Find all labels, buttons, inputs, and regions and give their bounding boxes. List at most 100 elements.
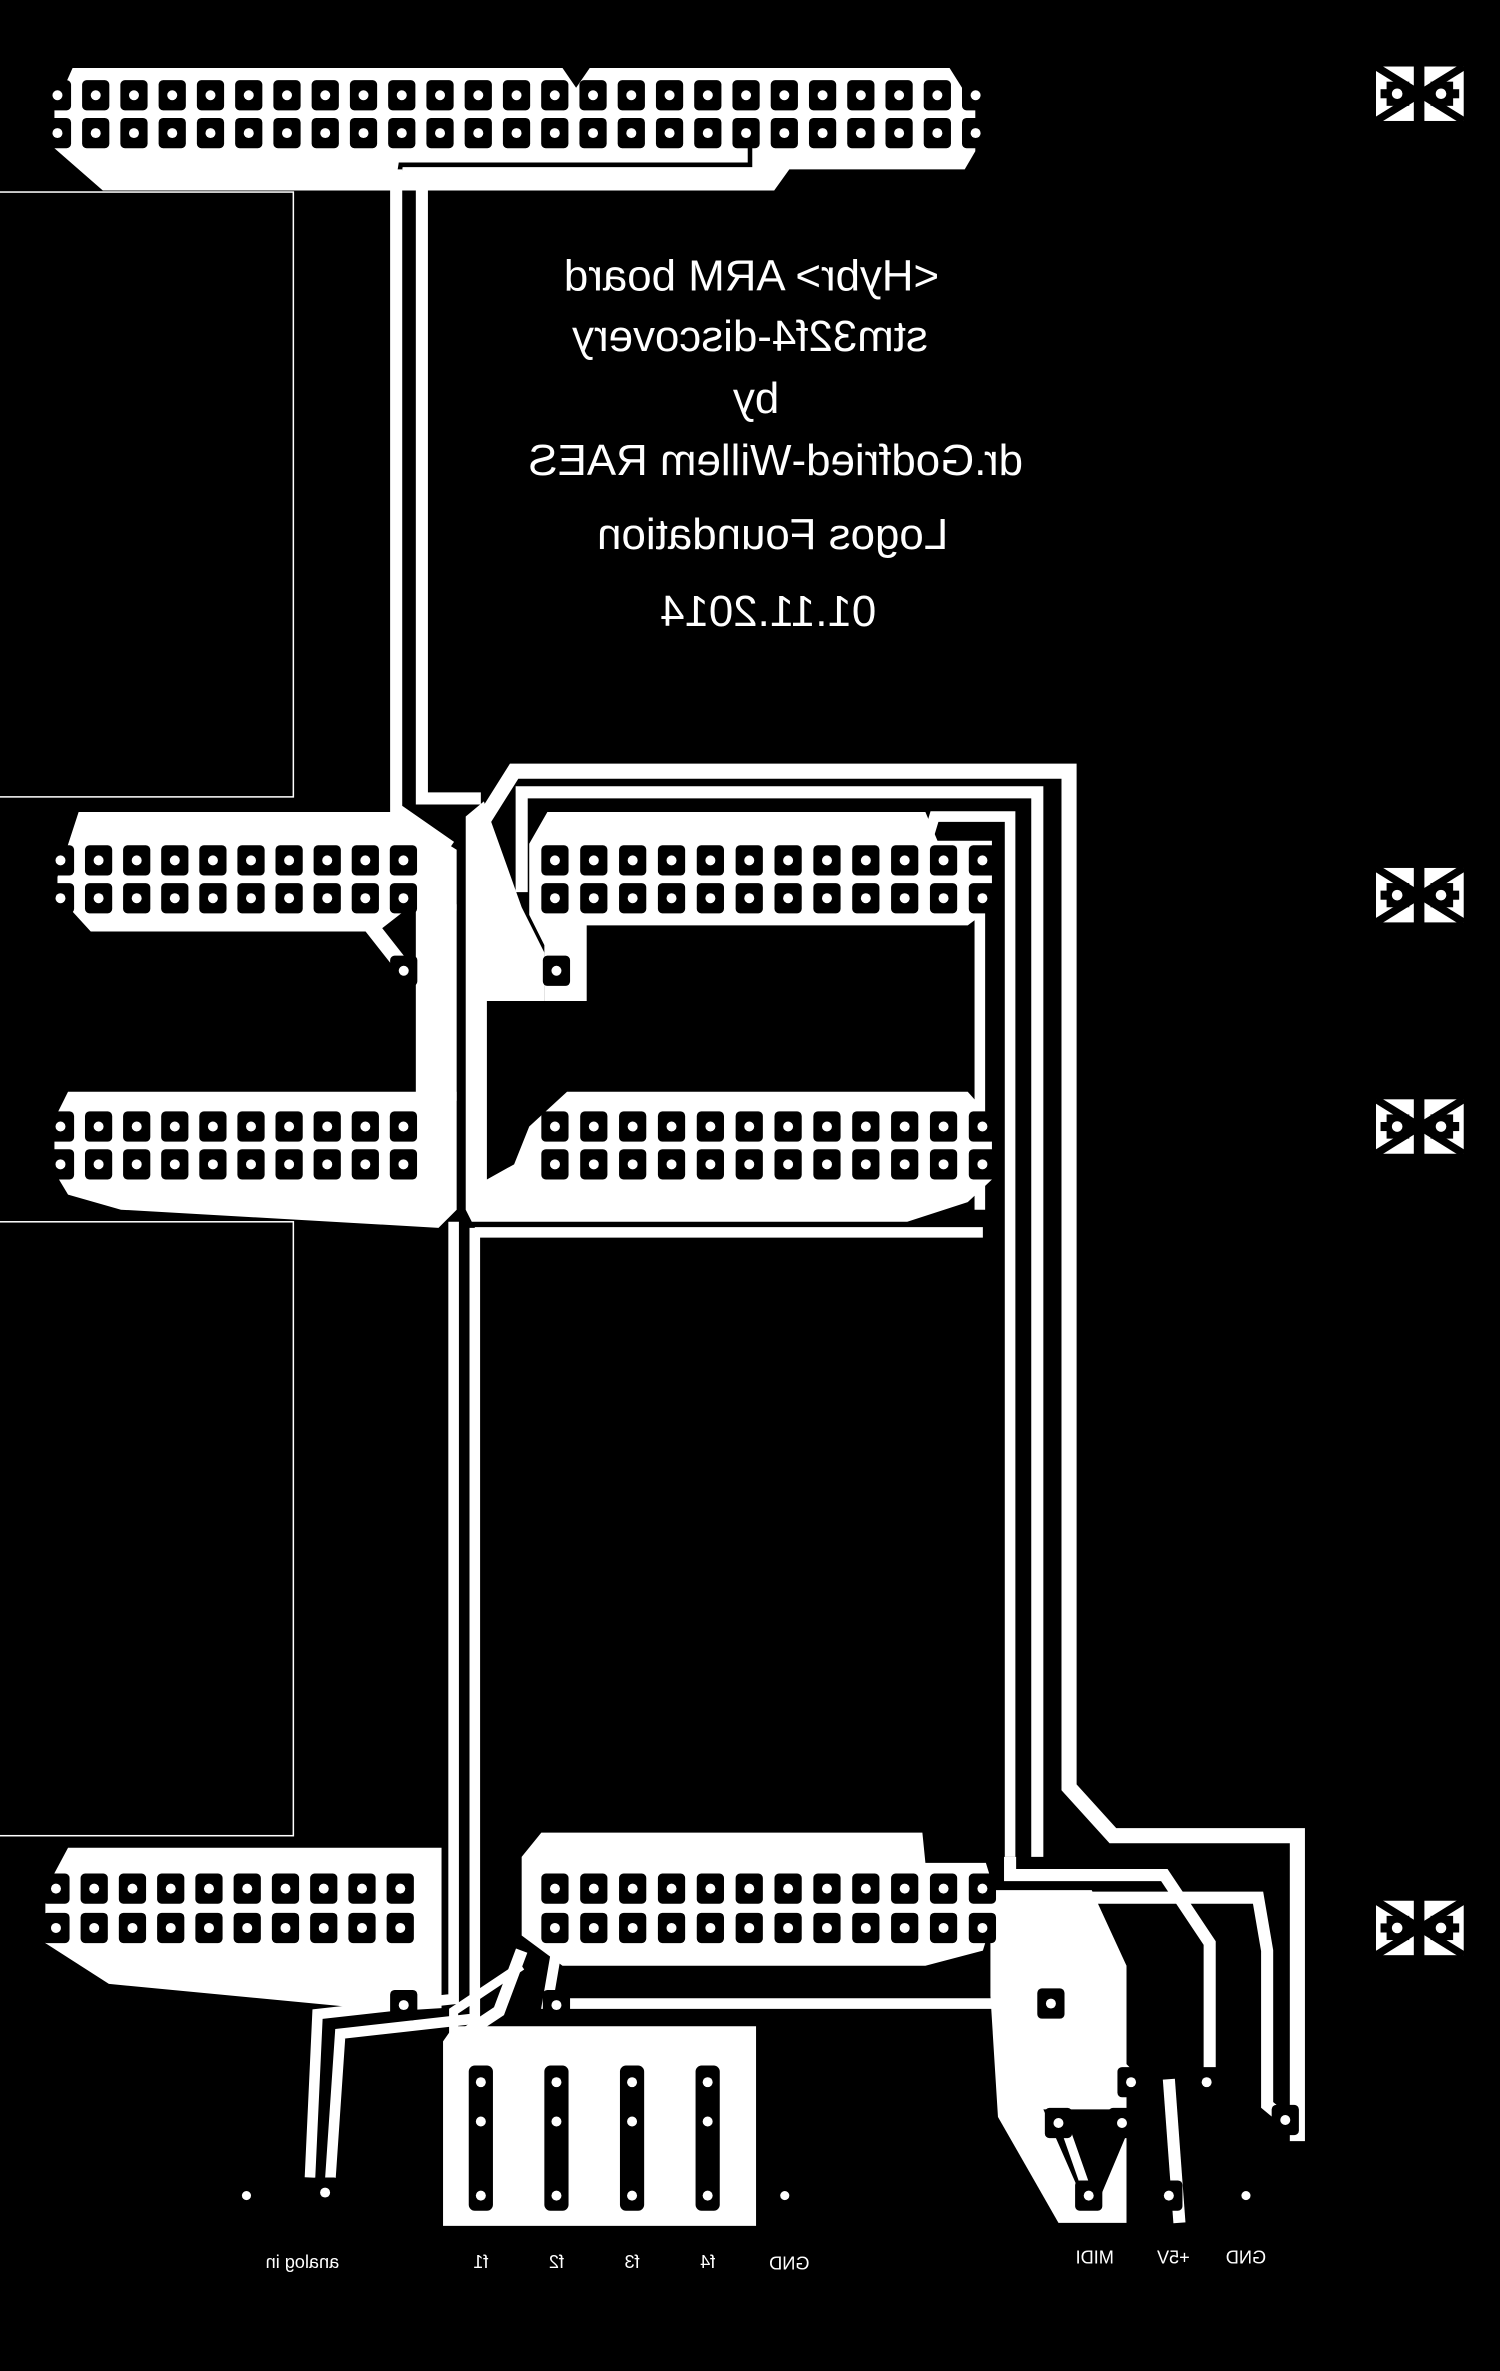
- right-header-2-pad: [696, 1149, 724, 1180]
- drill-hole: [207, 855, 218, 866]
- drill-hole: [50, 1922, 61, 1933]
- drill-hole: [207, 1159, 218, 1170]
- top-header-pad: [311, 80, 339, 111]
- top-header-pad: [388, 80, 416, 111]
- right-header-2-pad: [541, 1149, 569, 1180]
- right-header-2-pad: [580, 1149, 608, 1180]
- drill-hole: [52, 128, 63, 139]
- left-header-1-pad: [123, 845, 151, 876]
- drill-hole: [169, 893, 180, 904]
- drill-hole: [741, 90, 752, 101]
- left-header-2-pad: [123, 1111, 151, 1142]
- left-header-2-pad: [237, 1149, 265, 1180]
- label-gnd-right: GND: [1226, 2248, 1266, 2268]
- drill-hole: [899, 1883, 910, 1894]
- right-header-3-pad: [580, 1912, 608, 1944]
- drill-hole: [627, 855, 638, 866]
- right-header-3-pad: [968, 1912, 997, 1944]
- left-header-2-pad: [199, 1149, 227, 1180]
- drill-hole: [894, 90, 905, 101]
- top-header-pad: [579, 80, 607, 111]
- left-header-2-pad: [389, 1111, 418, 1142]
- label-f2: f2: [549, 2252, 564, 2272]
- drill-hole: [705, 893, 716, 904]
- drill-hole: [551, 2077, 562, 2088]
- drill-hole: [551, 965, 562, 976]
- top-header-pad: [235, 117, 263, 149]
- f-connector-strip: [619, 2065, 645, 2211]
- label-f3: f3: [624, 2252, 639, 2272]
- top-header-pad: [617, 117, 645, 149]
- left-column-trace: [415, 904, 457, 1101]
- left-header-2-pad: [275, 1149, 303, 1180]
- drill-hole: [702, 2077, 713, 2088]
- top-header-pad: [885, 117, 913, 149]
- right-header-3-pad: [657, 1873, 686, 1904]
- right-header-2-pad: [657, 1149, 686, 1180]
- drill-hole: [783, 1922, 794, 1933]
- right-header-3-pad: [696, 1873, 724, 1904]
- left-header-2-pad: [46, 1111, 75, 1142]
- drill-hole: [1083, 2190, 1094, 2201]
- left-header-1-pad: [275, 845, 303, 876]
- drill-hole: [666, 1922, 677, 1933]
- top-header-pad: [349, 80, 378, 111]
- left-header-3-pad: [271, 1873, 300, 1904]
- top-header-pad: [120, 117, 148, 149]
- drill-hole: [167, 128, 178, 139]
- drill-hole: [549, 1159, 560, 1170]
- drill-hole: [588, 893, 599, 904]
- top-header-pad: [617, 80, 645, 111]
- drill-hole: [744, 1159, 755, 1170]
- connector-labels: analog in f1 f2 f3 f4 GND MIDI +5V GND: [266, 2248, 1266, 2274]
- top-header-pad: [464, 117, 492, 149]
- mount-gap: [1380, 890, 1460, 900]
- drill-hole: [821, 855, 832, 866]
- trace-f-left: [449, 1961, 525, 2042]
- drill-hole: [246, 1121, 256, 1132]
- drill-hole: [318, 1883, 329, 1894]
- f-connector-strip: [695, 2065, 720, 2211]
- strip-ring: [468, 2065, 493, 2211]
- drill-hole: [860, 855, 871, 866]
- drill-hole: [899, 1922, 910, 1933]
- right-header-2-pad: [813, 1149, 841, 1180]
- right-header-1-pad: [619, 845, 647, 876]
- drill-hole: [821, 1121, 832, 1132]
- drill-hole: [320, 128, 331, 139]
- right-header-3-pad: [657, 1912, 686, 1944]
- right-header-2-pad: [968, 1111, 997, 1142]
- right-header-1-pad: [968, 845, 997, 876]
- drill-hole: [93, 893, 104, 904]
- drill-hole: [970, 90, 981, 101]
- drill-hole: [473, 128, 484, 139]
- right-header-3-pad: [929, 1873, 958, 1904]
- top-header-pad: [885, 80, 913, 111]
- drill-hole: [280, 1922, 291, 1933]
- left-header-2-pad: [313, 1149, 341, 1180]
- drill-hole: [1435, 1922, 1447, 1934]
- drill-hole: [744, 1121, 755, 1132]
- f-connector-strip: [468, 2065, 493, 2211]
- drill-hole: [702, 2116, 713, 2127]
- right-header-2-pad: [541, 1111, 569, 1142]
- drill-hole: [395, 1883, 406, 1894]
- top-header-pad: [426, 117, 454, 149]
- right-header-3-pad: [541, 1873, 569, 1904]
- drill-hole: [664, 90, 675, 101]
- left-header-2-pad: [84, 1149, 113, 1180]
- drill-hole: [627, 1883, 638, 1894]
- drill-hole: [938, 1121, 949, 1132]
- left-header-2-pad: [389, 1149, 418, 1180]
- drill-hole: [664, 128, 675, 139]
- drill-hole: [783, 893, 794, 904]
- right-header-3-pad: [813, 1873, 841, 1904]
- drill-hole: [549, 893, 560, 904]
- right-header-2-pad: [891, 1111, 919, 1142]
- mounting-hole: [1374, 1897, 1466, 1959]
- connector-pad: [1155, 2180, 1183, 2211]
- drill-hole: [131, 1159, 142, 1170]
- drill-hole: [821, 893, 832, 904]
- top-header-pad: [196, 80, 225, 111]
- left-header-3-pad: [271, 1912, 300, 1944]
